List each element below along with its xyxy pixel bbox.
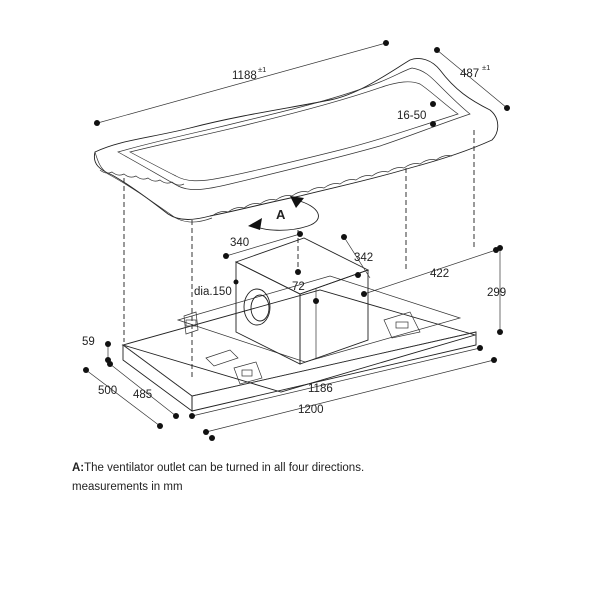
dim-blower-offset: 342	[341, 234, 373, 279]
rotation-label: A	[276, 207, 286, 222]
dim-side-to-unit-value: 422	[430, 268, 449, 280]
dim-blower-depth-value: 340	[230, 237, 249, 249]
dim-ceiling-thickness-value: 16-50	[397, 110, 426, 122]
mounting-bracket	[383, 311, 421, 339]
dim-width-total: 500	[83, 367, 163, 429]
dim-width-total-value: 500	[98, 385, 117, 397]
dim-cutout-width-tol: ±1	[482, 63, 490, 72]
dim-blower-center-value: 72	[292, 281, 305, 293]
dim-blower-depth: 340	[223, 231, 303, 259]
dim-outlet-diameter: dia.150	[194, 279, 239, 330]
dim-ceiling-thickness: 16-50	[397, 101, 436, 127]
mounting-bracket	[233, 361, 263, 385]
dim-cutout-length-value: 1188	[232, 70, 257, 82]
dim-cutout-length-tol: ±1	[258, 65, 266, 74]
dim-cutout-length: 1188 ±1	[93, 40, 389, 126]
dim-cutout-width: 487 ±1	[434, 47, 510, 111]
caption-line-1: A:The ventilator outlet can be turned in…	[72, 462, 364, 474]
dim-blower-offset-value: 342	[354, 252, 373, 264]
caption-text: The ventilator outlet can be turned in a…	[84, 462, 365, 474]
dashed-projection-lines	[123, 130, 475, 378]
dim-length-body: 1186	[189, 345, 483, 419]
dim-panel-thickness: 59	[82, 336, 111, 363]
rotation-arrow-icon: A	[248, 196, 319, 231]
caption-units: measurements in mm	[72, 481, 183, 493]
dim-width-body-value: 485	[133, 389, 152, 401]
mounting-bracket	[183, 311, 199, 335]
dim-outlet-diameter-value: dia.150	[194, 286, 232, 298]
hood-panel	[121, 275, 477, 412]
dim-length-total-value: 1200	[298, 404, 324, 416]
dim-length-body-value: 1186	[308, 383, 333, 395]
dim-side-to-unit: 422	[361, 247, 499, 297]
ceiling-cutout-frame	[93, 58, 499, 223]
caption-prefix: A:	[72, 462, 85, 474]
dim-blower-center: 72	[292, 269, 319, 304]
dim-height-value: 299	[487, 287, 506, 299]
dim-cutout-width-value: 487	[460, 68, 479, 80]
blower-box	[234, 237, 370, 365]
mounting-bracket	[205, 349, 239, 367]
dim-length-total: 1200	[203, 357, 497, 441]
dim-height: 299	[487, 245, 506, 335]
dim-panel-thickness-value: 59	[82, 336, 95, 348]
dim-width-body: 485	[107, 361, 179, 419]
